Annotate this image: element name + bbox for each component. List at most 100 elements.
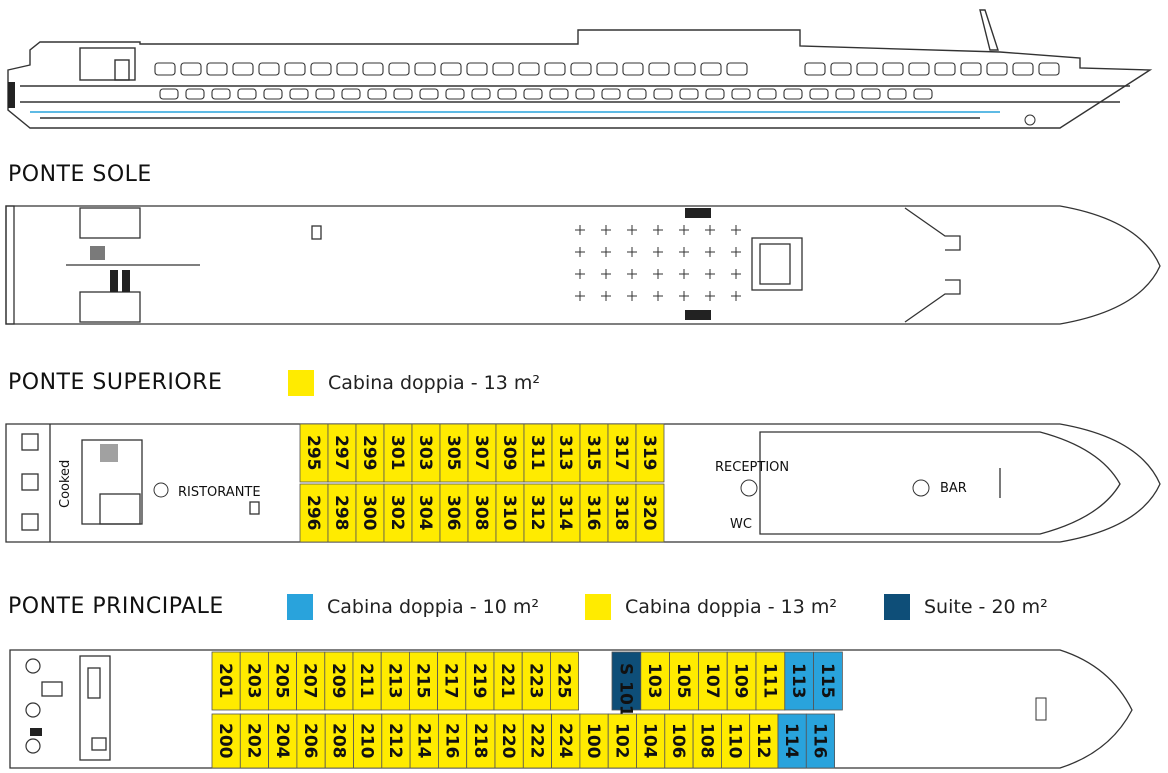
- cabin-216[interactable]: [437, 713, 468, 769]
- label-bar: BAR: [940, 481, 967, 496]
- cabin-number: 200: [215, 723, 235, 759]
- cabin-number: 209: [328, 663, 348, 699]
- cabin-317[interactable]: [607, 423, 637, 483]
- label-ristorante: RISTORANTE: [178, 485, 261, 500]
- cabin-102[interactable]: [607, 713, 637, 769]
- cabin-302[interactable]: [383, 483, 413, 543]
- cabin-298[interactable]: [327, 483, 357, 543]
- cabin-number: 106: [668, 723, 688, 759]
- cabin-221[interactable]: [493, 651, 523, 711]
- cabin-number: 317: [611, 435, 631, 471]
- label-reception: RECEPTION: [715, 460, 789, 475]
- cabin-number: 216: [442, 723, 462, 759]
- cabin-s101[interactable]: [611, 651, 642, 711]
- cabin-112[interactable]: [749, 713, 779, 769]
- cabin-number: 305: [443, 435, 463, 471]
- cabin-109[interactable]: [726, 651, 757, 711]
- cabin-number: 112: [753, 723, 773, 759]
- cabin-214[interactable]: [409, 713, 439, 769]
- cabin-310[interactable]: [495, 483, 525, 543]
- cabin-113[interactable]: [784, 651, 814, 711]
- legend-label: Cabina doppia - 10 m²: [327, 596, 539, 618]
- cabin-107[interactable]: [698, 651, 728, 711]
- legend-principale-yellow: Cabina doppia - 13 m²: [585, 594, 837, 620]
- cabin-number: 223: [525, 663, 545, 699]
- cabin-115[interactable]: [813, 651, 843, 711]
- cabin-208[interactable]: [324, 713, 354, 769]
- cabin-212[interactable]: [381, 713, 411, 769]
- cabin-201[interactable]: [211, 651, 241, 711]
- cabin-210[interactable]: [353, 713, 383, 769]
- cabin-number: 203: [243, 663, 263, 699]
- cabin-205[interactable]: [267, 651, 297, 711]
- cabin-218[interactable]: [466, 713, 496, 769]
- cabin-number: 312: [527, 495, 547, 531]
- cabin-301[interactable]: [383, 423, 413, 483]
- cabin-319[interactable]: [635, 423, 665, 483]
- cabin-200[interactable]: [211, 713, 241, 769]
- cabin-number: 202: [243, 723, 263, 759]
- cabin-204[interactable]: [268, 713, 298, 769]
- cabin-211[interactable]: [352, 651, 382, 711]
- cabin-number: 219: [469, 663, 489, 699]
- cabin-number: 210: [357, 723, 377, 759]
- cabin-116[interactable]: [805, 713, 835, 769]
- cabin-296[interactable]: [299, 483, 329, 543]
- cabin-315[interactable]: [579, 423, 609, 483]
- cabin-number: 201: [215, 663, 235, 699]
- cabin-220[interactable]: [494, 713, 524, 769]
- cabin-312[interactable]: [523, 483, 553, 543]
- cabin-number: 310: [499, 495, 519, 531]
- cabin-number: 204: [272, 723, 292, 759]
- cabin-206[interactable]: [296, 713, 326, 769]
- cabin-311[interactable]: [523, 423, 553, 483]
- cabin-202[interactable]: [239, 713, 270, 769]
- cabin-316[interactable]: [579, 483, 609, 543]
- cabin-number: 116: [809, 723, 829, 759]
- cabin-number: 208: [328, 723, 348, 759]
- cabin-215[interactable]: [408, 651, 438, 711]
- cabin-number: 307: [471, 435, 491, 471]
- cabin-224[interactable]: [551, 713, 581, 769]
- cabin-318[interactable]: [607, 483, 637, 543]
- cabin-217[interactable]: [437, 651, 467, 711]
- cabin-105[interactable]: [669, 651, 699, 711]
- cabin-number: 114: [781, 723, 801, 759]
- cabin-100[interactable]: [579, 713, 609, 769]
- cabin-number: 295: [303, 435, 323, 471]
- cabin-300[interactable]: [355, 483, 385, 543]
- legend-label: Suite - 20 m²: [924, 596, 1048, 618]
- cabin-223[interactable]: [521, 651, 551, 711]
- cabin-207[interactable]: [296, 651, 326, 711]
- cabin-209[interactable]: [324, 651, 354, 711]
- cabin-number: 225: [554, 663, 574, 699]
- cabin-225[interactable]: [550, 651, 580, 711]
- cabin-number: 316: [583, 495, 603, 531]
- cabin-306[interactable]: [439, 483, 469, 543]
- cabin-104[interactable]: [636, 713, 666, 769]
- cabin-213[interactable]: [380, 651, 410, 711]
- cabin-295[interactable]: [299, 423, 329, 483]
- cabin-number: 306: [443, 495, 463, 531]
- cabin-number: 110: [725, 723, 745, 759]
- cabin-number: 319: [639, 435, 659, 471]
- legend-label: Cabina doppia - 13 m²: [328, 372, 540, 394]
- label-wc: WC: [730, 517, 752, 532]
- cabin-number: 113: [788, 663, 808, 699]
- cabin-number: 313: [555, 435, 575, 471]
- cabin-number: 100: [583, 723, 603, 759]
- cabin-number: 222: [526, 723, 546, 759]
- cabin-307[interactable]: [467, 423, 497, 483]
- cabin-309[interactable]: [495, 423, 525, 483]
- cabin-304[interactable]: [411, 483, 441, 543]
- cabin-320[interactable]: [635, 483, 665, 543]
- cabin-103[interactable]: [640, 651, 670, 711]
- cabin-219[interactable]: [465, 651, 495, 711]
- cabin-number: 205: [272, 663, 292, 699]
- cabin-number: 207: [300, 663, 320, 699]
- cabin-108[interactable]: [692, 713, 722, 769]
- legend-swatch: [287, 594, 313, 620]
- legend-principale-lightblue: Cabina doppia - 10 m²: [287, 594, 539, 620]
- cabin-number: 213: [384, 663, 404, 699]
